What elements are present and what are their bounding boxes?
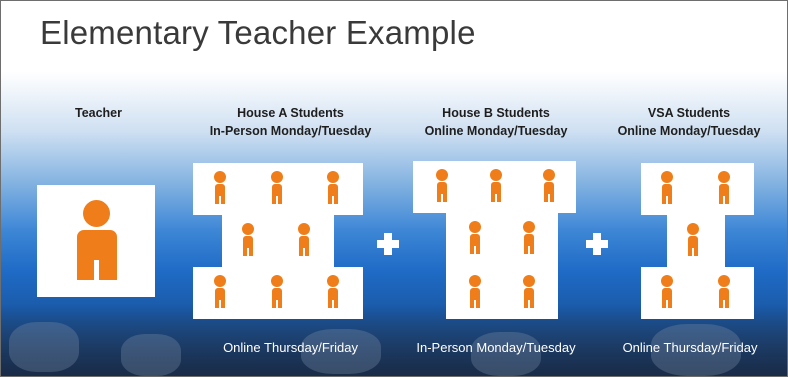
person-icon xyxy=(239,223,257,256)
house-b-header-line1: House B Students xyxy=(442,106,550,120)
person-icon xyxy=(211,275,229,308)
person-icon xyxy=(466,221,484,254)
person-icon xyxy=(211,171,229,204)
plus-icon xyxy=(377,233,399,255)
vsa-footer: Online Thursday/Friday xyxy=(622,340,758,355)
plus-icon xyxy=(586,233,608,255)
vsa-header-line1: VSA Students xyxy=(647,106,731,120)
house-b-header-line2: Online Monday/Tuesday xyxy=(424,124,568,138)
person-icon xyxy=(715,171,733,204)
person-icon xyxy=(658,275,676,308)
teacher-panel xyxy=(37,185,155,297)
person-icon xyxy=(466,275,484,308)
house-b-header: House B Students Online Monday/Tuesday xyxy=(406,104,586,140)
person-icon xyxy=(540,169,558,202)
person-icon xyxy=(295,223,313,256)
teacher-header-label: Teacher xyxy=(74,106,122,120)
teacher-header: Teacher xyxy=(51,104,146,122)
house-b-footer: In-Person Monday/Tuesday xyxy=(416,340,576,355)
teacher-person-icon xyxy=(77,200,117,282)
vsa-header: VSA Students Online Monday/Tuesday xyxy=(599,104,779,140)
person-icon xyxy=(520,275,538,308)
person-icon xyxy=(324,275,342,308)
person-icon xyxy=(520,221,538,254)
house-a-header-line2: In-Person Monday/Tuesday xyxy=(209,124,372,138)
person-icon xyxy=(268,275,286,308)
house-a-header-line1: House A Students xyxy=(237,106,344,120)
slide-title: Elementary Teacher Example xyxy=(40,14,476,51)
person-icon xyxy=(433,169,451,202)
person-icon xyxy=(715,275,733,308)
person-icon xyxy=(324,171,342,204)
house-a-header: House A Students In-Person Monday/Tuesda… xyxy=(193,104,388,140)
person-icon xyxy=(268,171,286,204)
person-icon xyxy=(658,171,676,204)
vsa-header-line2: Online Monday/Tuesday xyxy=(617,124,761,138)
person-icon xyxy=(487,169,505,202)
house-a-footer: Online Thursday/Friday xyxy=(223,340,358,355)
person-icon xyxy=(684,223,702,256)
